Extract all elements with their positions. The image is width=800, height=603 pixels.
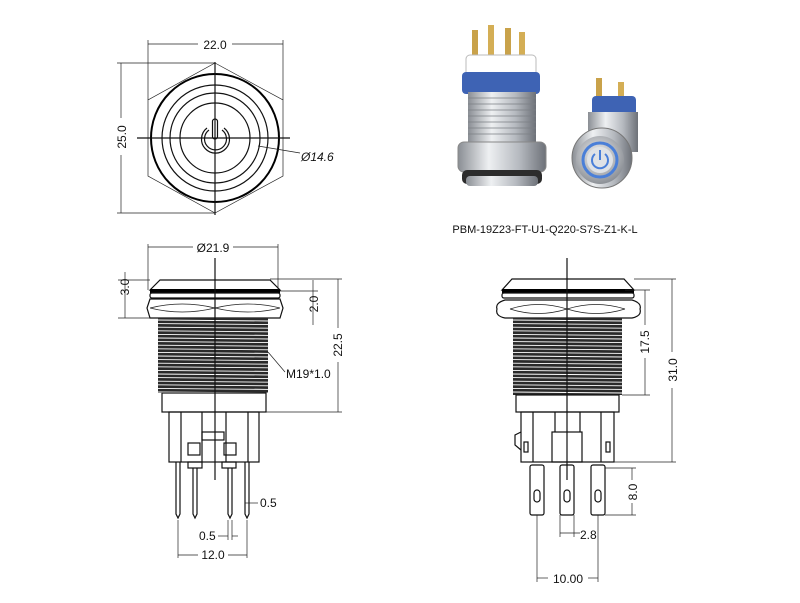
dim-terminal-length: 8.0	[626, 483, 640, 500]
seal-ring	[502, 289, 634, 293]
switch-photo-side	[457, 25, 547, 186]
dim-total-length: 31.0	[666, 358, 680, 382]
pins	[175, 462, 250, 520]
dim-pin-spacing: 12.0	[201, 548, 225, 562]
dim-pin-thickness: 0.5	[199, 529, 216, 543]
dim-head-diameter: Ø21.9	[197, 241, 230, 255]
dim-height: 25.0	[115, 125, 129, 149]
dim-ring-diameter: Ø14.6	[300, 150, 334, 164]
top-view: 22.0 25.0 Ø14.6	[115, 38, 334, 215]
hex-nut	[496, 299, 641, 319]
thread	[155, 318, 271, 394]
dim-width: 22.0	[203, 38, 227, 52]
switch-photo-front	[571, 78, 638, 189]
dim-body-length: 22.5	[331, 333, 345, 357]
dim-thread-length: 17.5	[638, 330, 652, 354]
power-symbol-icon	[591, 150, 609, 170]
side-view: 17.5 31.0 8.0 2.8 10.00	[496, 258, 680, 586]
dim-head-height: 3.0	[118, 278, 132, 295]
dim-pin-width: 0.5	[260, 496, 277, 510]
dim-terminal-width: 2.8	[580, 528, 597, 542]
dim-terminal-spacing: 10.00	[553, 572, 583, 586]
thread-label: M19*1.0	[286, 367, 331, 381]
front-view: Ø21.9 3.0 2.0 22.5 M19*1.0 0.5 0.5 12.0	[118, 241, 345, 562]
dim-nut-gap: 2.0	[307, 295, 321, 312]
hex-nut	[146, 298, 284, 319]
model-caption: PBM-19Z23-FT-U1-Q220-S7S-Z1-K-L	[452, 224, 637, 236]
product-photo: PBM-19Z23-FT-U1-Q220-S7S-Z1-K-L	[452, 25, 638, 236]
